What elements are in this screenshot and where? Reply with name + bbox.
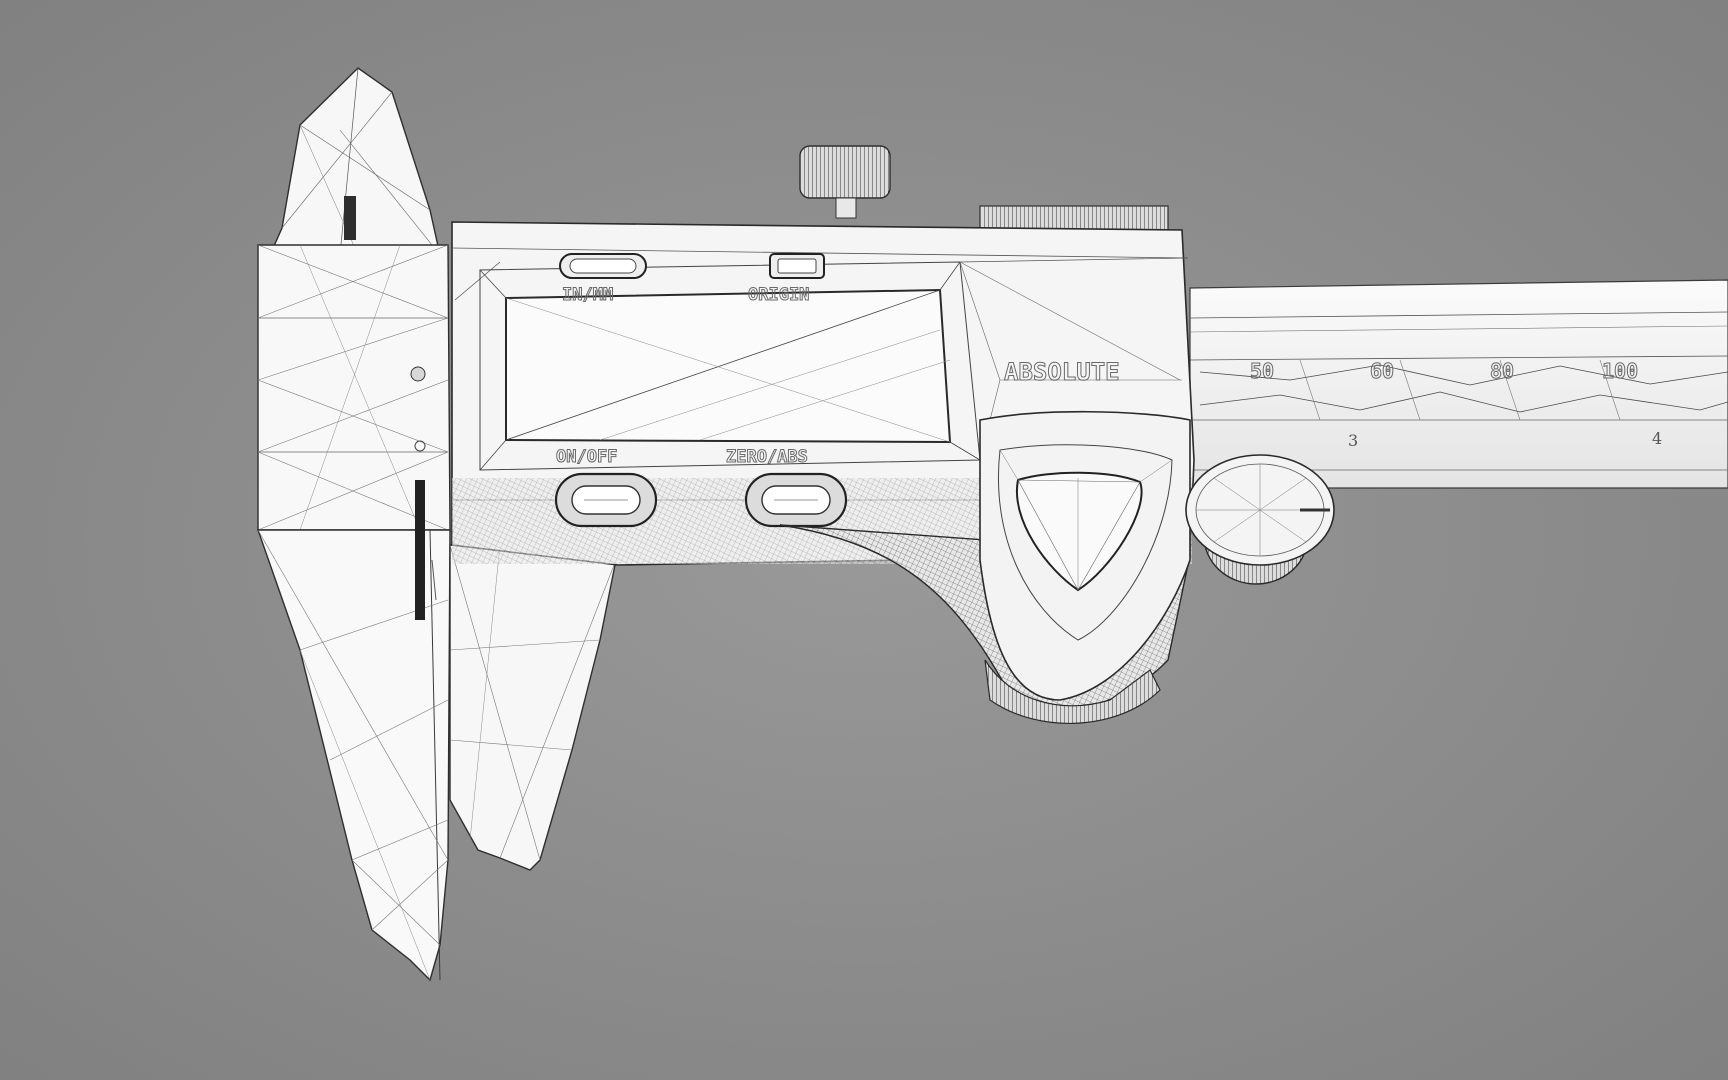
beam-scale: 50 60 80 100 3 4 bbox=[1250, 359, 1663, 451]
zero-abs-button[interactable] bbox=[744, 472, 848, 528]
scale-label-major: 80 bbox=[1490, 359, 1514, 383]
upper-right-button[interactable] bbox=[769, 253, 825, 279]
sliding-jaw bbox=[449, 544, 617, 871]
scale-label-minor: 4 bbox=[1652, 429, 1662, 448]
scale-label-major: 50 bbox=[1250, 359, 1274, 383]
brand-mark: ABSOLUTE bbox=[1004, 358, 1120, 386]
top-knurled-wheel bbox=[799, 145, 891, 199]
in-mm-button-label: IN/MM bbox=[562, 285, 613, 305]
upper-left-button[interactable] bbox=[559, 253, 647, 279]
zero-abs-button-label: ZERO/ABS bbox=[726, 447, 808, 467]
scale-label-major: 60 bbox=[1370, 359, 1394, 383]
fine-adjust-wheel[interactable] bbox=[1185, 454, 1335, 585]
scale-label-major: 100 bbox=[1602, 359, 1638, 383]
on-off-button-label: ON/OFF bbox=[556, 447, 617, 467]
lcd-display bbox=[505, 288, 952, 444]
thumb-grip bbox=[779, 410, 1191, 724]
origin-button-label: ORIGIN bbox=[748, 285, 809, 305]
on-off-button[interactable] bbox=[554, 472, 658, 528]
thumb-pad bbox=[1015, 471, 1143, 592]
fixed-jaw bbox=[257, 67, 451, 982]
scale-label-minor: 3 bbox=[1348, 431, 1358, 450]
